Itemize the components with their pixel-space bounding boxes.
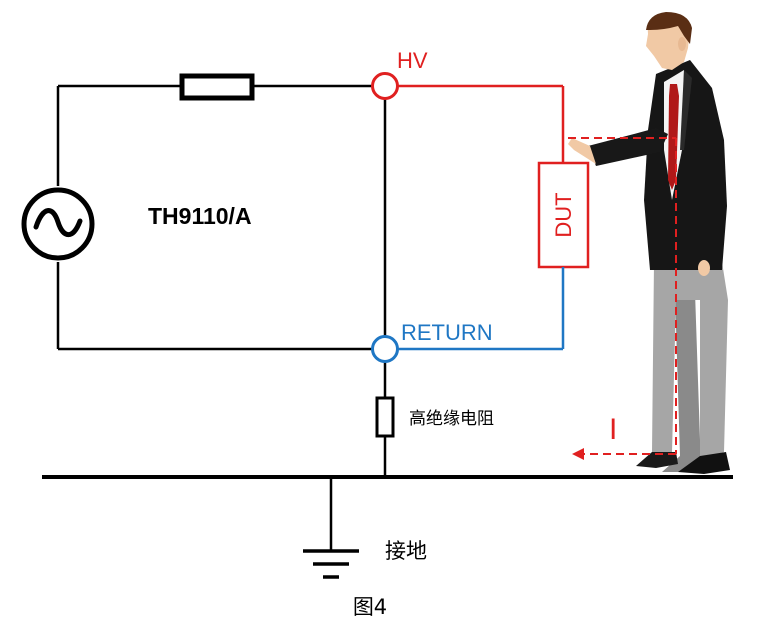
ac-source-icon	[21, 187, 95, 261]
return-label: RETURN	[401, 320, 493, 345]
ground-icon	[303, 477, 359, 579]
insulation-resistor-label: 高绝缘电阻	[409, 409, 494, 429]
figure-caption: 图4	[353, 595, 387, 619]
return-terminal	[371, 335, 399, 363]
hv-label: HV	[397, 48, 428, 73]
circuit-wires	[56, 84, 387, 477]
ground-label: 接地	[385, 539, 427, 563]
current-label: I	[609, 413, 617, 446]
dut-box	[537, 161, 590, 269]
current-arrow-head	[572, 448, 584, 460]
leakage-current-path	[568, 137, 677, 455]
return-wires	[398, 267, 565, 351]
hv-wires	[398, 84, 565, 163]
dut-label: DUT	[551, 192, 576, 237]
hv-terminal	[371, 72, 399, 100]
insulation-resistor-symbol	[375, 396, 395, 438]
person-icon	[568, 12, 730, 474]
fuse-symbol	[179, 73, 255, 101]
device-model-label: TH9110/A	[148, 203, 252, 229]
